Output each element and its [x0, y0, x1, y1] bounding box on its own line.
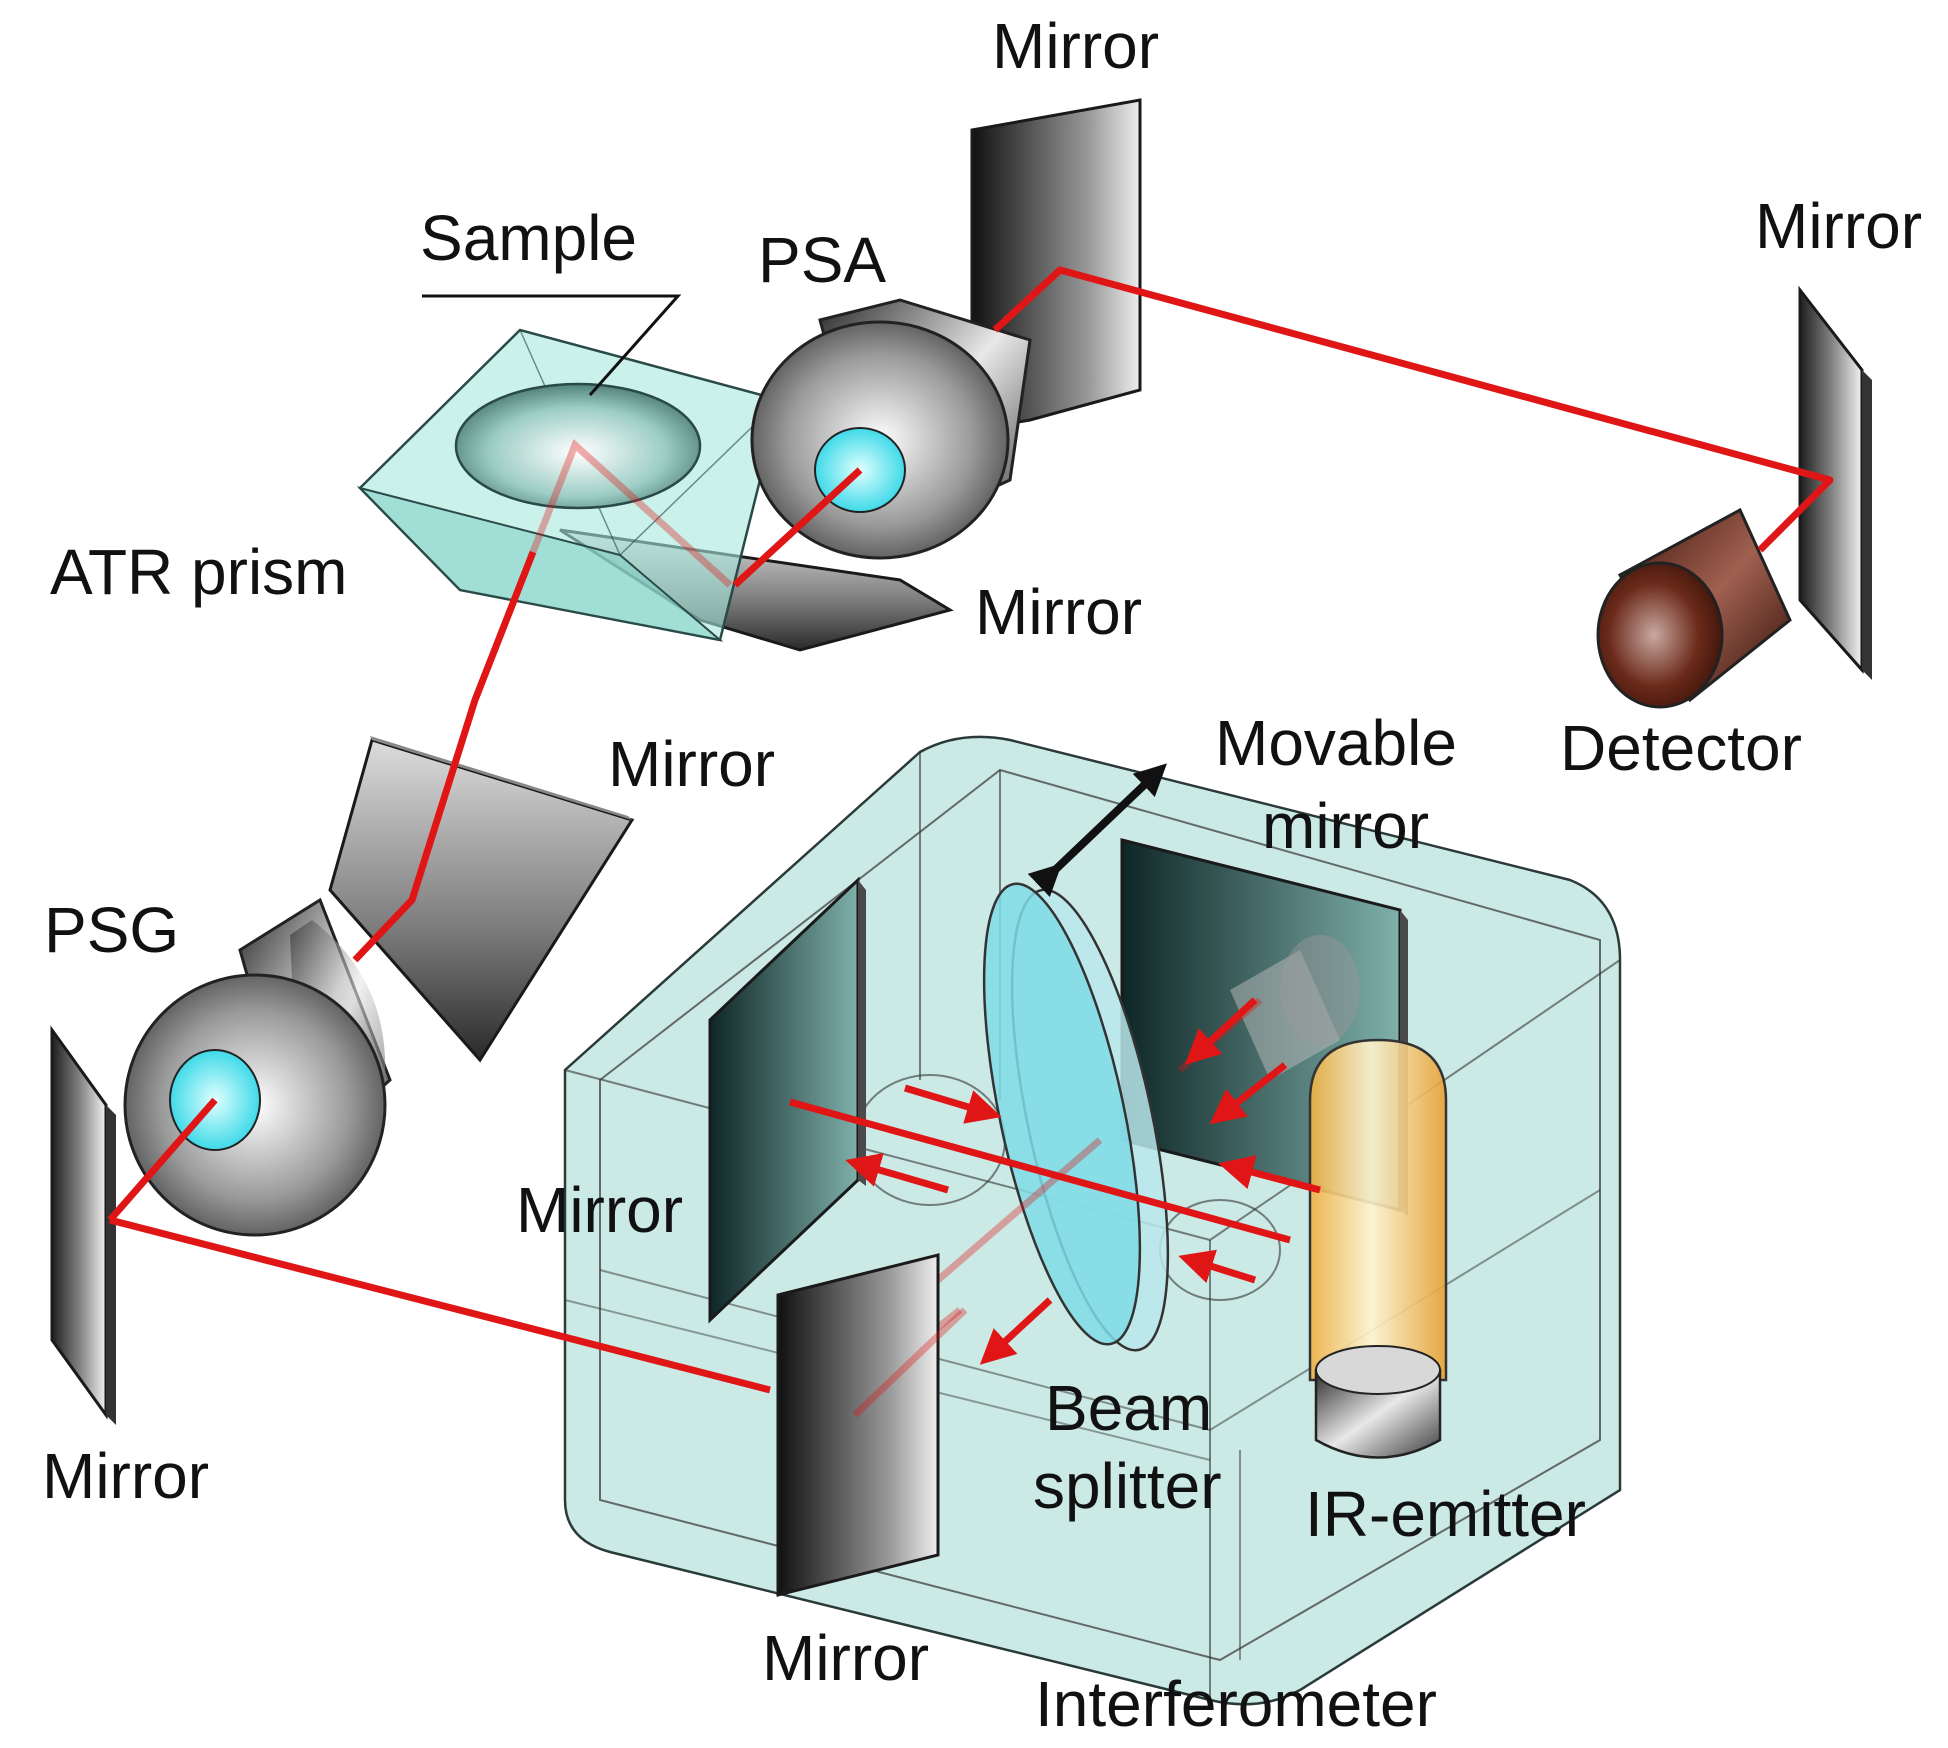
beam-splitter — [982, 882, 1170, 1352]
label-mirror-inner-left: Mirror — [516, 1174, 683, 1246]
sample-leader — [422, 294, 682, 396]
label-sample: Sample — [420, 202, 637, 274]
label-psg: PSG — [44, 894, 179, 966]
label-interferometer: Interferometer — [1035, 1668, 1437, 1740]
label-beam-splitter-2: splitter — [1033, 1450, 1222, 1522]
left-bottom-mirror — [50, 1025, 108, 1420]
label-movable-mirror-2: mirror — [1262, 790, 1429, 862]
label-atr-prism: ATR prism — [50, 536, 347, 608]
label-psa: PSA — [758, 224, 886, 296]
label-mirror-psg: Mirror — [608, 728, 775, 800]
bottom-mirror — [776, 1253, 940, 1597]
label-movable-mirror-1: Movable — [1215, 707, 1457, 779]
label-beam-splitter-1: Beam — [1045, 1372, 1212, 1444]
detector — [1596, 507, 1792, 709]
interferometer-arrows — [845, 997, 1321, 1370]
label-mirror-right: Mirror — [1755, 190, 1922, 262]
label-mirror-bottom: Mirror — [762, 1622, 929, 1694]
label-mirror-top: Mirror — [992, 10, 1159, 82]
label-mirror-prism: Mirror — [975, 576, 1142, 648]
psa — [750, 298, 1032, 560]
beam-path — [107, 266, 1834, 1418]
ir-emitter — [1308, 1038, 1448, 1459]
label-mirror-left-bottom: Mirror — [42, 1440, 209, 1512]
atr-prism — [356, 328, 782, 642]
label-detector: Detector — [1560, 712, 1802, 784]
label-ir-emitter: IR-emitter — [1305, 1478, 1586, 1550]
movable-mirror-arrow — [1027, 763, 1167, 898]
